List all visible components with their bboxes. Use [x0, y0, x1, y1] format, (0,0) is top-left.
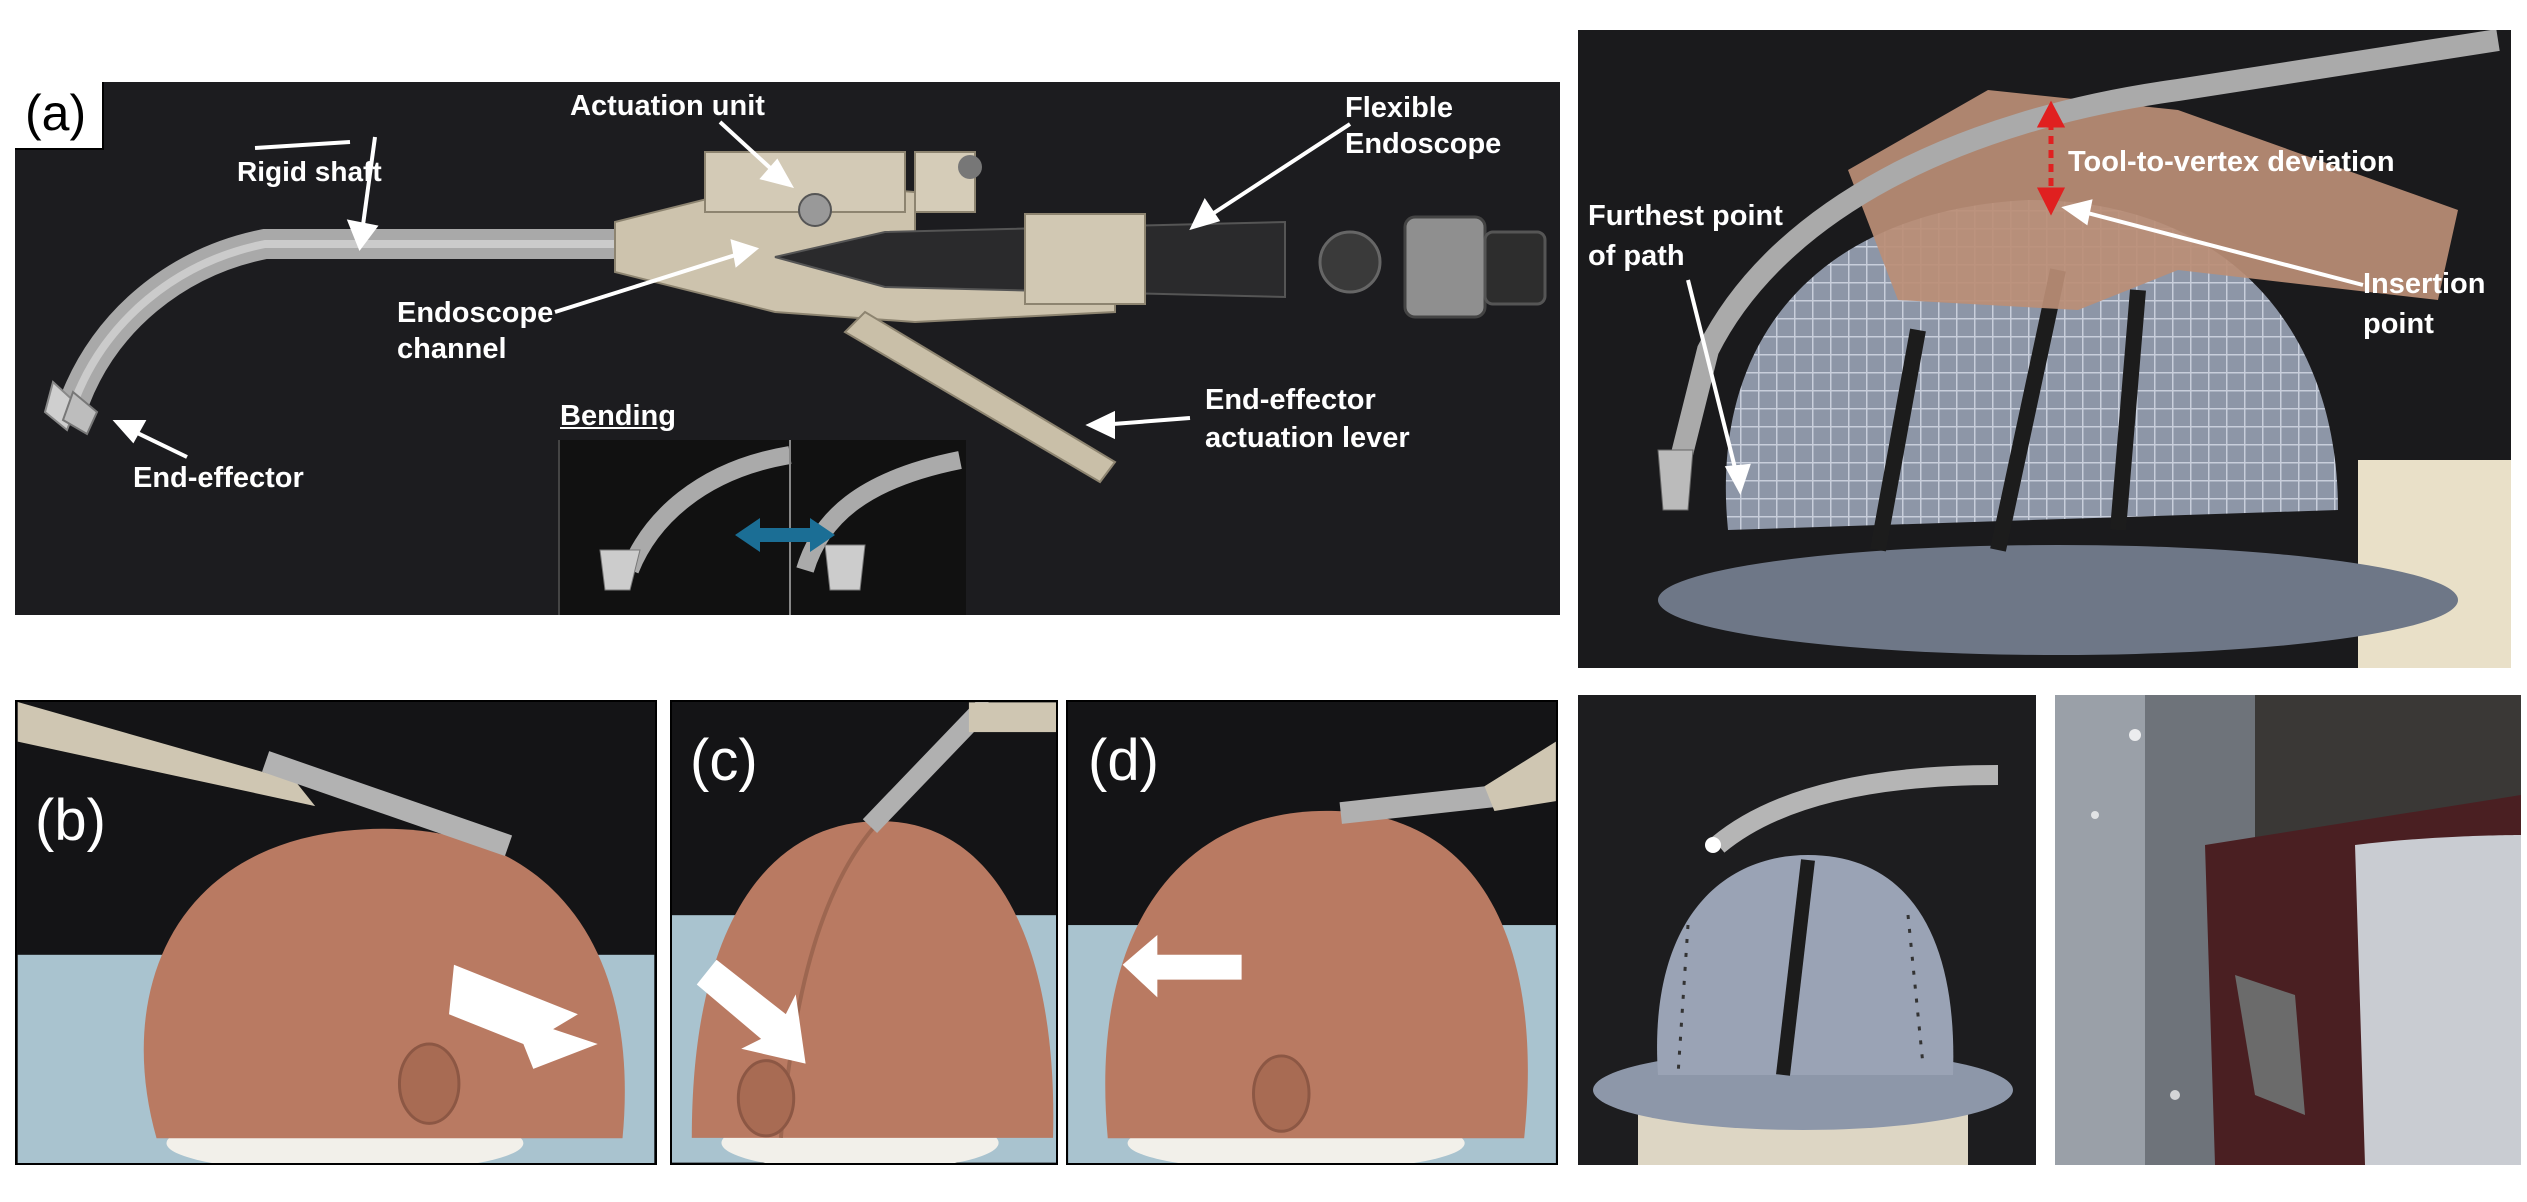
panel-d-head-photo: (d): [1066, 700, 1558, 1165]
panel-a-letter: (a): [15, 82, 105, 150]
label-insertion-point-1: Insertion: [2363, 268, 2486, 300]
label-flexible-endoscope-1: Flexible: [1345, 92, 1453, 124]
label-rigid-shaft: Rigid shaft: [237, 156, 382, 187]
label-actuation-unit: Actuation unit: [570, 90, 765, 122]
panel-c-letter: (c): [690, 728, 758, 793]
label-endoscope-channel-1: Endoscope: [397, 297, 554, 329]
panel-endoscope-view-photo: [2055, 695, 2521, 1165]
head-phantom-d: [1068, 741, 1556, 1163]
panel-c-head-photo: (c): [670, 700, 1058, 1165]
label-flexible-endoscope-2: Endoscope: [1345, 128, 1502, 160]
bending-inset: [558, 440, 966, 615]
panel-phantom-mesh-photo: Tool-to-vertex deviation Furthest point …: [1578, 30, 2511, 668]
panel-b-letter: (b): [35, 788, 106, 853]
panel-d-letter: (d): [1088, 728, 1159, 793]
label-insertion-point-2: point: [2363, 308, 2434, 340]
instrument-illustration: [43, 120, 1547, 484]
label-tool-to-vertex-deviation: Tool-to-vertex deviation: [2068, 146, 2395, 178]
label-endoscope-channel-2: channel: [397, 333, 507, 365]
label-end-effector: End-effector: [133, 462, 304, 494]
panel-b-head-photo: (b): [15, 700, 657, 1165]
label-lever-1: End-effector: [1205, 384, 1376, 416]
label-furthest-point-2: of path: [1588, 240, 1685, 272]
endoscope-view-illustration: [2055, 695, 2521, 1165]
head-phantom-b: [17, 702, 655, 1163]
label-bending: Bending: [560, 400, 676, 432]
label-furthest-point-1: Furthest point: [1588, 200, 1783, 232]
panel-a-instrument-photo: (a) Rigid shaft Actuation unit Flexible …: [15, 82, 1560, 615]
label-lever-2: actuation lever: [1205, 422, 1410, 454]
phantom-cut-illustration: [1593, 765, 2013, 1165]
head-phantom-c: [672, 702, 1056, 1163]
panel-phantom-cut-photo: [1578, 695, 2036, 1165]
phantom-mesh-illustration: [1657, 30, 2511, 668]
